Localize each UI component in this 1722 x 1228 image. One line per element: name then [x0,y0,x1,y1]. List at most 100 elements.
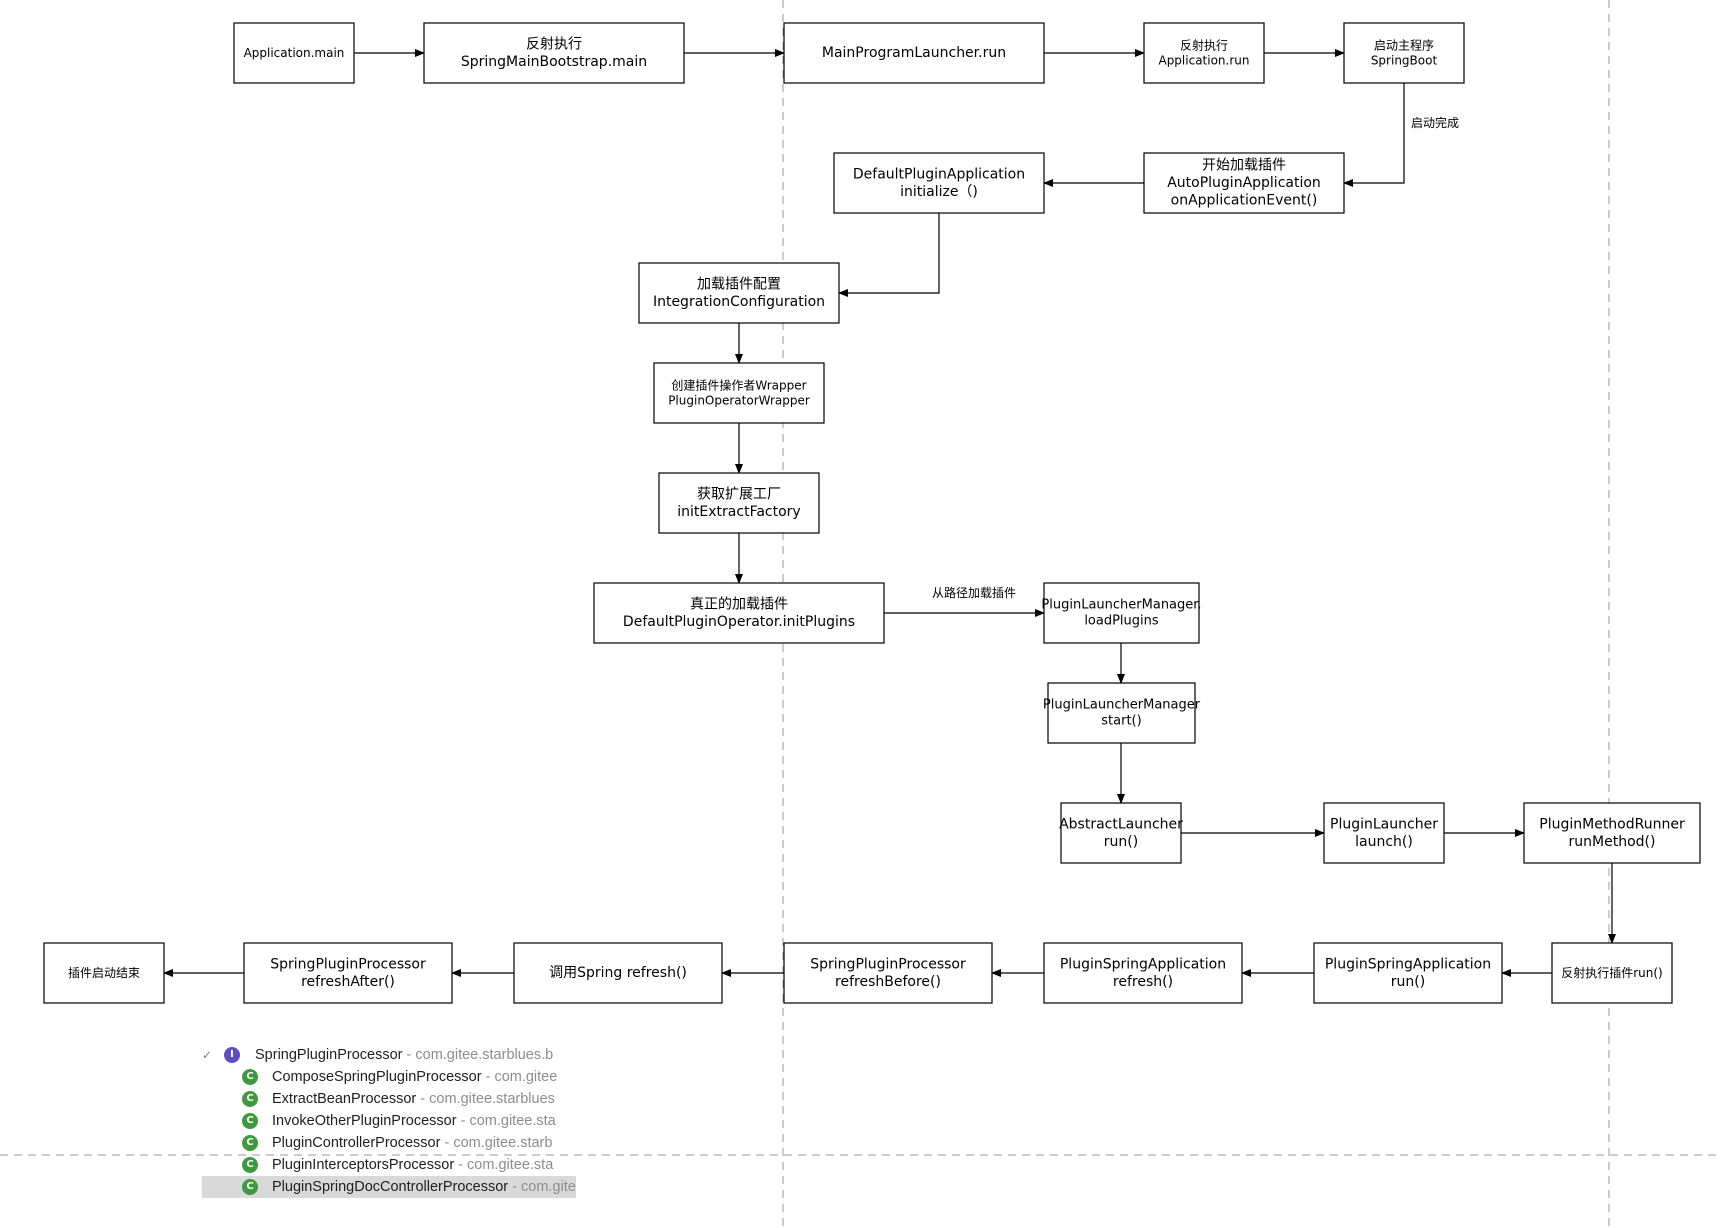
tree-row-extract-bean[interactable]: C ExtractBeanProcessor - com.gitee.starb… [202,1088,576,1110]
tree-row-compose[interactable]: C ComposeSpringPluginProcessor - com.git… [202,1066,576,1088]
node-label-line: run() [1104,834,1138,850]
node-spring-app-run: PluginSpringApplication run() [1313,942,1503,1004]
node-box [1143,152,1345,214]
node-label-line: 插件启动结束 [68,966,140,980]
node-label-line: SpringPluginProcessor [810,956,966,972]
node-label-line: Application.main [244,46,345,60]
node-label-line: SpringPluginProcessor [270,956,426,972]
node-label-line: 获取扩展工厂 [697,486,781,502]
node-box [833,152,1045,214]
node-label-line: 创建插件操作者Wrapper [671,378,806,393]
node-label-line: SpringMainBootstrap.main [461,54,647,70]
node-box [1047,682,1196,744]
node-label-line: PluginMethodRunner [1539,816,1685,832]
node-label-line: 加载插件配置 [697,276,781,292]
tree-item-name: ComposeSpringPluginProcessor [272,1069,482,1085]
node-label-line: start() [1101,714,1141,729]
processor-hierarchy-tree: ✓ I SpringPluginProcessor - com.gitee.st… [202,1044,576,1202]
node-extract-factory: 获取扩展工厂 initExtractFactory [658,472,820,534]
node-box [1143,22,1265,84]
node-label-line: MainProgramLauncher.run [822,45,1006,61]
node-label-line: initExtractFactory [677,504,800,520]
node-label-line: launch() [1355,834,1413,850]
node-plugin-launcher: PluginLauncher launch() [1323,802,1445,864]
node-label-line: 开始加载插件 [1202,158,1286,174]
tree-item-package: - com.gitee.sta [456,1113,556,1129]
node-label-line: AbstractLauncher [1059,816,1183,832]
class-icon: C [242,1179,258,1195]
interface-icon: I [224,1047,240,1063]
tree-item-package: - com.gitee [512,1179,576,1195]
node-box [1043,942,1243,1004]
node-box [233,22,355,84]
edge-label-load-from-path: 从路径加载插件 [932,585,1016,600]
node-label-line: 真正的加载插件 [690,596,788,612]
tree-root-row[interactable]: ✓ I SpringPluginProcessor - com.gitee.st… [202,1044,576,1066]
tree-row-springdoc-selected[interactable]: C PluginSpringDocControllerProcessor - c… [202,1176,576,1198]
node-label-line: 调用Spring refresh() [549,965,687,981]
node-label-line: runMethod() [1569,834,1656,850]
node-label-line: Application.run [1158,54,1249,68]
node-label-line: refresh() [1113,974,1173,990]
node-reflect-bootstrap: 反射执行 SpringMainBootstrap.main [423,22,685,84]
node-manager-start: PluginLauncherManager start() [1043,682,1201,744]
node-default-plugin-app: DefaultPluginApplication initialize（) [833,152,1045,214]
tree-row-interceptors[interactable]: C PluginInterceptorsProcessor - com.gite… [202,1154,576,1176]
node-label-line: PluginLauncherManager [1043,697,1201,712]
tree-item-name: ExtractBeanProcessor [272,1091,417,1107]
node-label-line: IntegrationConfiguration [653,294,825,310]
node-label-line: 反射执行插件run() [1561,965,1663,980]
tree-item-package: - com.gitee.starb [440,1135,553,1151]
tree-item-package: - com.gitee.sta [454,1157,554,1173]
node-load-plugins: PluginLauncherManager. loadPlugins [1041,582,1202,644]
node-label-line: DefaultPluginApplication [853,166,1025,182]
node-box [1060,802,1182,864]
tree-row-controller[interactable]: C PluginControllerProcessor - com.gitee.… [202,1132,576,1154]
node-box [658,472,820,534]
node-label-line: PluginSpringApplication [1060,956,1226,972]
node-label-line: SpringBoot [1371,54,1438,68]
node-label-line: run() [1391,974,1425,990]
node-label-line: PluginLauncher [1330,816,1438,832]
class-icon: C [242,1069,258,1085]
node-label-line: loadPlugins [1084,614,1159,629]
node-box [593,582,885,644]
class-icon: C [242,1091,258,1107]
node-plugin-end: 插件启动结束 [43,942,165,1004]
node-label-line: DefaultPluginOperator.initPlugins [623,614,855,630]
tree-row-invoke-other[interactable]: C InvokeOtherPluginProcessor - com.gitee… [202,1110,576,1132]
chevron-down-icon[interactable]: ✓ [202,1048,213,1062]
tree-item-name: PluginSpringDocControllerProcessor [272,1179,509,1195]
node-label-line: AutoPluginApplication [1167,175,1321,191]
class-icon: C [242,1113,258,1129]
node-box [638,262,840,324]
node-label-line: 反射执行 [526,36,582,52]
node-label-line: initialize（) [900,184,978,200]
node-box [513,942,723,1004]
node-reflect-plugin-run: 反射执行插件run() [1551,942,1673,1004]
tree-item-name: PluginControllerProcessor [272,1135,441,1151]
node-call-refresh: 调用Spring refresh() [513,942,723,1004]
node-method-runner: PluginMethodRunner runMethod() [1523,802,1701,864]
node-label-line: refreshBefore() [835,974,941,990]
tree-item-name: SpringPluginProcessor [255,1047,403,1063]
node-box [1323,802,1445,864]
node-app-main: Application.main [233,22,355,84]
node-spring-app-refresh: PluginSpringApplication refresh() [1043,942,1243,1004]
node-box [43,942,165,1004]
node-abstract-launcher: AbstractLauncher run() [1059,802,1183,864]
class-icon: C [242,1135,258,1151]
flow-arrow-7 [838,213,940,297]
node-label-line: PluginSpringApplication [1325,956,1491,972]
node-box [423,22,685,84]
node-label-line: PluginLauncherManager. [1041,597,1201,612]
node-label-line: PluginOperatorWrapper [668,394,810,408]
node-box [1343,22,1465,84]
node-integration-config: 加载插件配置 IntegrationConfiguration [638,262,840,324]
node-label-line: 启动主程序 [1374,38,1434,53]
node-init-plugins: 真正的加载插件 DefaultPluginOperator.initPlugins [593,582,885,644]
tree-item-name: InvokeOtherPluginProcessor [272,1113,457,1129]
